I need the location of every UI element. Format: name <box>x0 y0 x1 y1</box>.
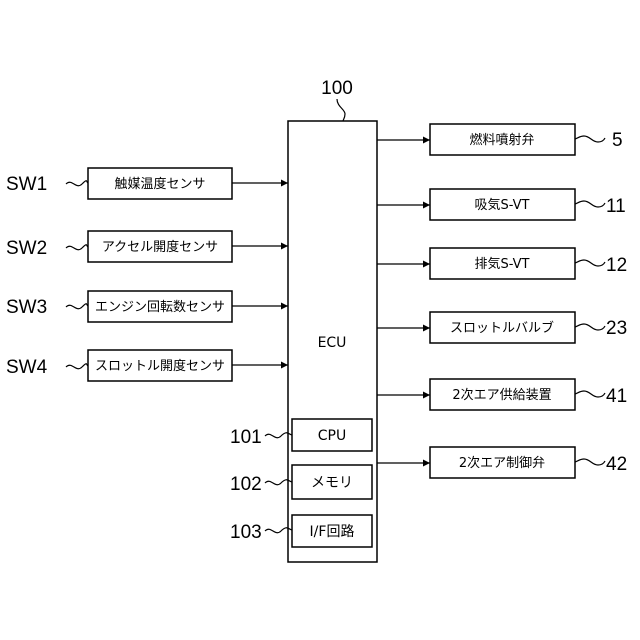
input-leader-sw1 <box>66 181 88 186</box>
output-leader-42 <box>575 459 605 465</box>
input-label-sw3: エンジン回転数センサ <box>95 300 225 315</box>
output-label-23: スロットルバルブ <box>450 320 554 336</box>
output-leader-5 <box>575 136 605 142</box>
input-ref-sw1: SW1 <box>6 174 47 195</box>
output-ref-5: 5 <box>612 130 623 151</box>
ecu-ref-number: 100 <box>321 78 353 99</box>
output-label-42: 2次エア制御弁 <box>459 455 545 471</box>
output-ref-41: 41 <box>606 386 627 407</box>
input-leader-sw2 <box>66 245 88 250</box>
input-label-sw2: アクセル開度センサ <box>102 239 218 255</box>
if-circuit-ref-number: 103 <box>230 522 262 543</box>
input-label-sw1: 触媒温度センサ <box>114 176 205 192</box>
cpu-label: CPU <box>318 428 346 444</box>
output-ref-42: 42 <box>606 454 627 475</box>
output-label-41: 2次エア供給装置 <box>452 387 551 403</box>
input-leader-sw3 <box>66 304 88 309</box>
ecu-ref-leader <box>337 99 345 121</box>
output-leader-11 <box>575 201 605 207</box>
output-ref-12: 12 <box>606 255 627 276</box>
output-leader-23 <box>575 324 605 330</box>
input-ref-sw4: SW4 <box>6 357 48 378</box>
output-leader-12 <box>575 260 605 266</box>
output-ref-23: 23 <box>606 318 627 339</box>
output-label-12: 排気S-VT <box>474 256 529 272</box>
input-ref-sw3: SW3 <box>6 297 47 318</box>
input-label-sw4: スロットル開度センサ <box>95 358 225 374</box>
output-ref-11: 11 <box>606 196 626 217</box>
memory-label: メモリ <box>311 475 353 491</box>
if-circuit-label: I/F回路 <box>310 524 355 540</box>
ecu-label: ECU <box>318 335 347 351</box>
output-leader-41 <box>575 391 605 397</box>
output-label-5: 燃料噴射弁 <box>469 132 534 148</box>
input-ref-sw2: SW2 <box>6 238 47 259</box>
input-leader-sw4 <box>66 364 88 369</box>
cpu-ref-number: 101 <box>230 427 262 448</box>
memory-ref-number: 102 <box>230 474 262 495</box>
output-label-11: 吸気S-VT <box>474 197 529 213</box>
